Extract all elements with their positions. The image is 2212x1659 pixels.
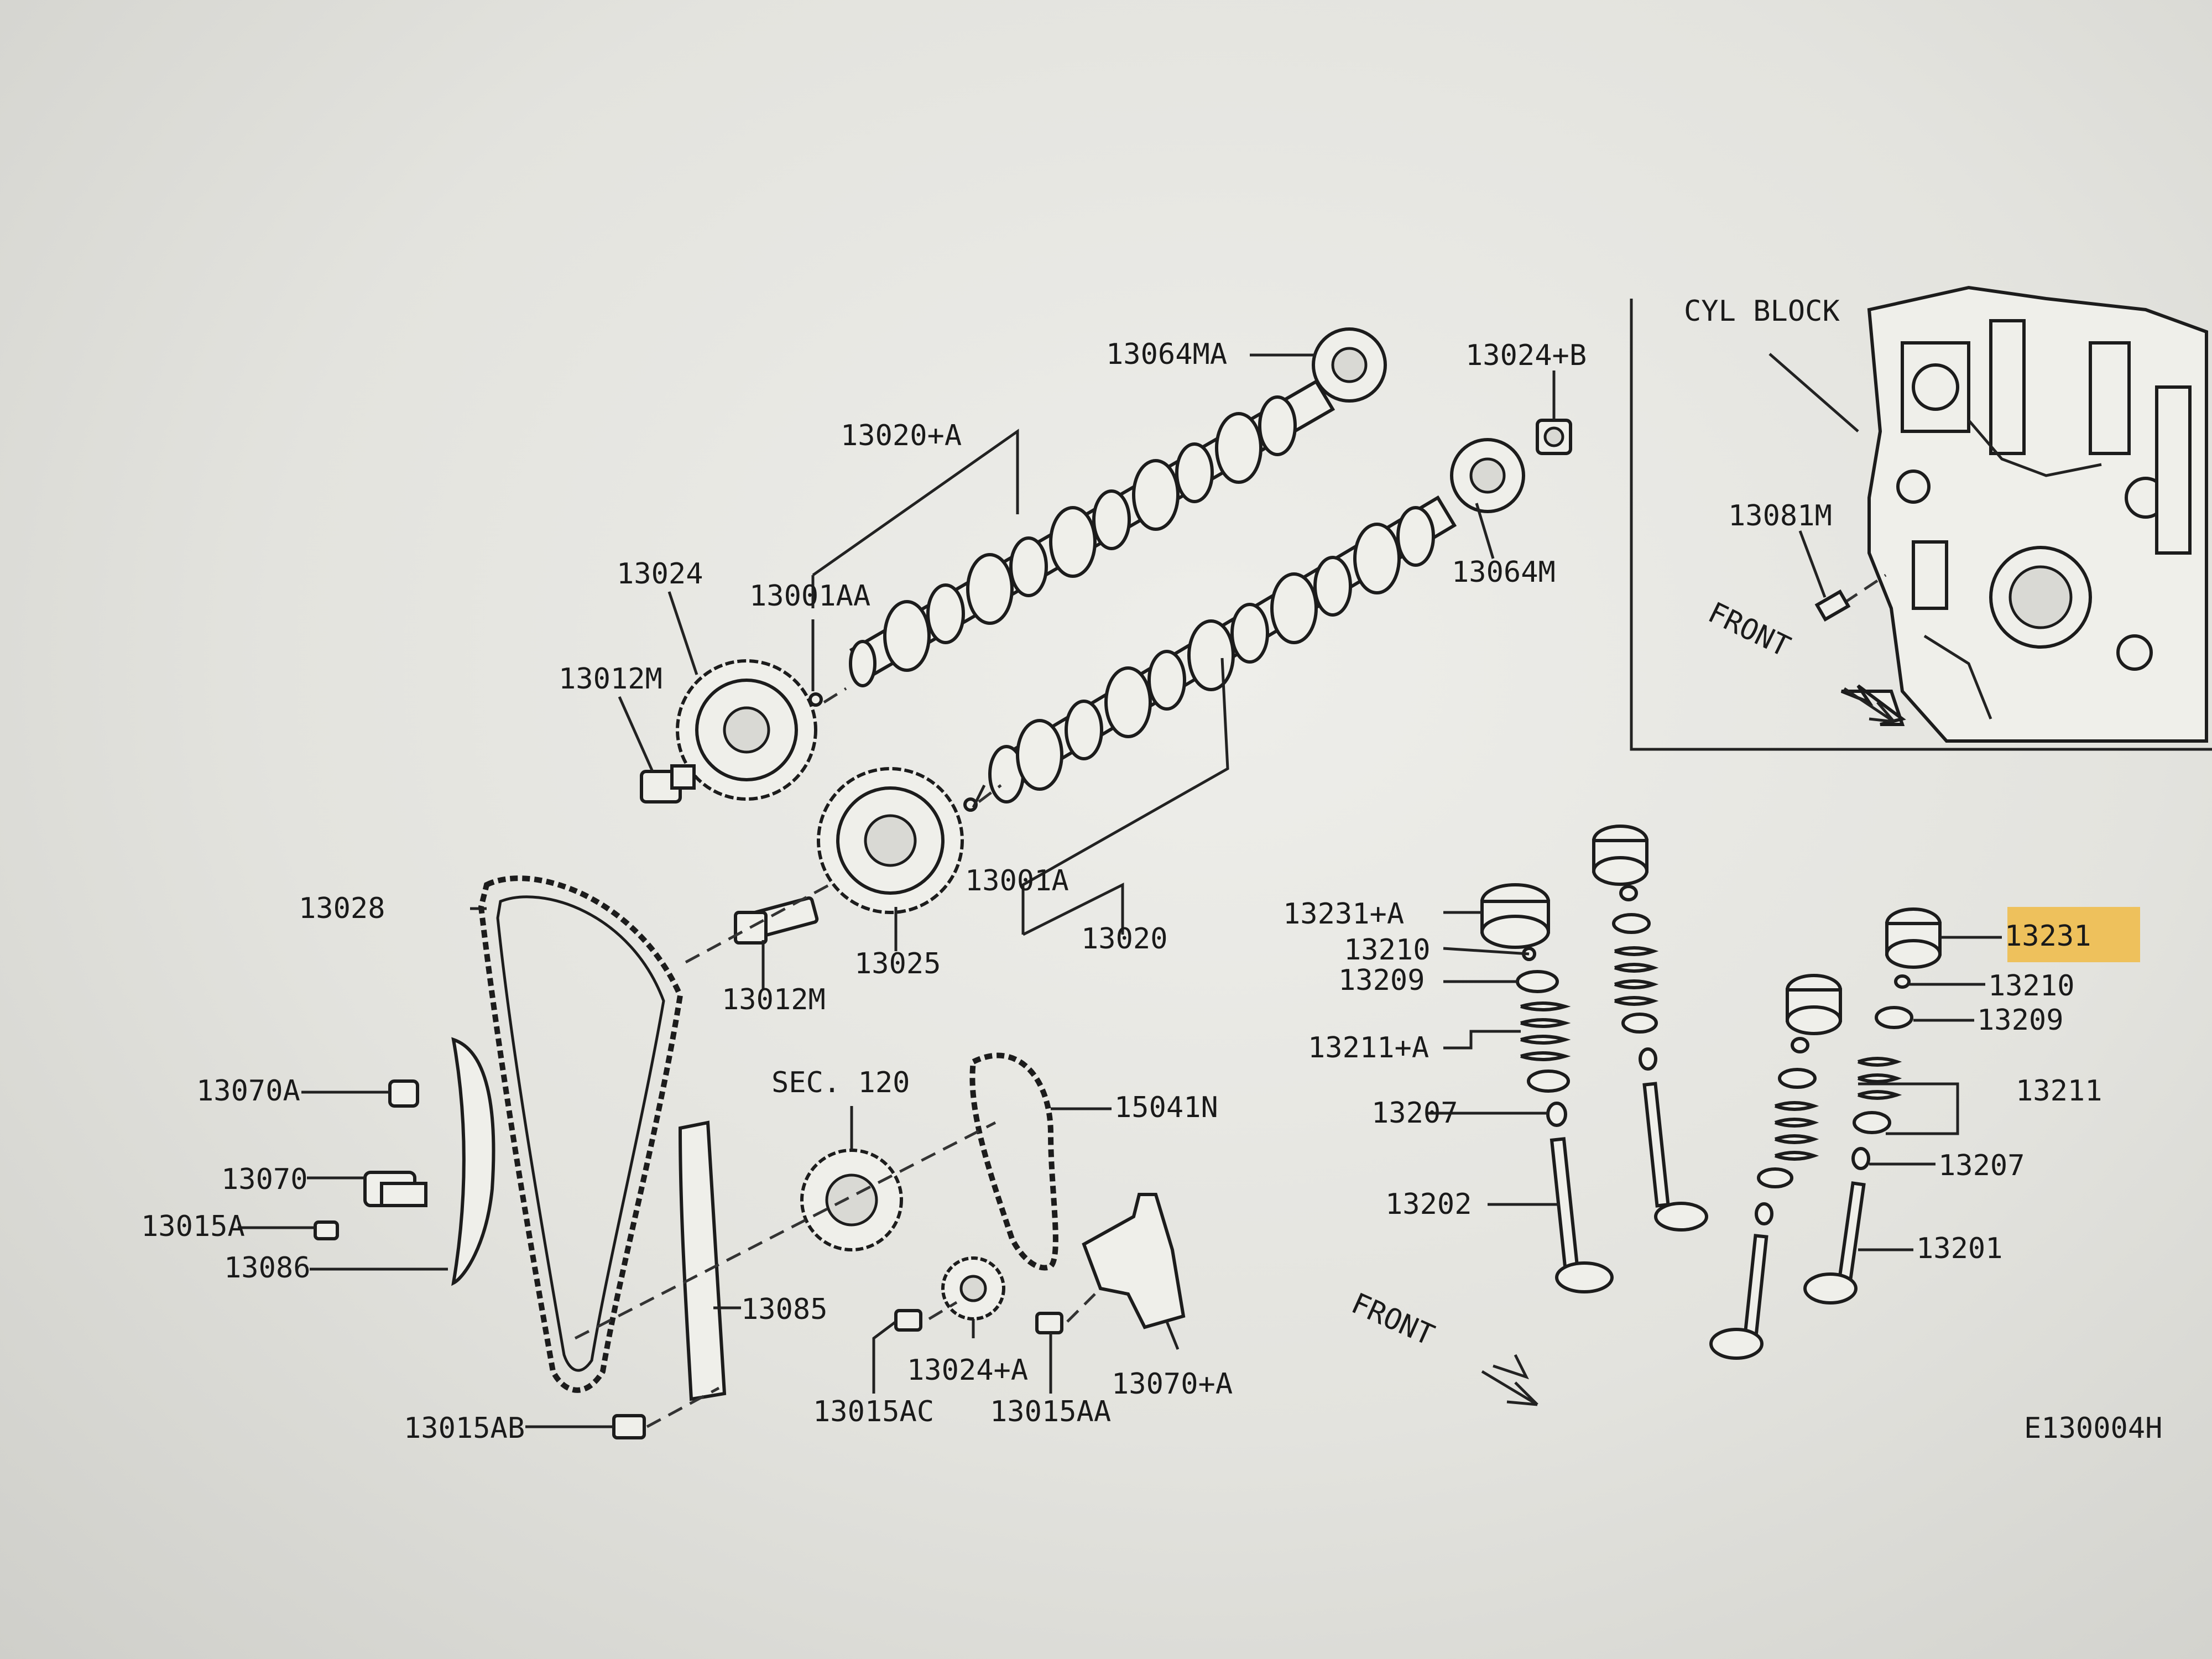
sprocket-13024A [941,1256,1005,1321]
valve-assembly-right [1803,907,1942,1305]
inset-title: CYL BLOCK [1684,295,1840,328]
inset-front-arrow-icon [1840,684,1906,726]
intake-camshaft [849,379,1335,687]
label-13020A: 13020+A [841,419,962,452]
label-13070pA: 13070+A [1112,1368,1233,1401]
leader-lines [238,353,2002,1428]
signal-plate-13064MA [1312,327,1387,403]
inset-panel: CYL BLOCK 13081M FRONT [1630,285,2212,751]
label-13210-right: 13210 [1988,969,2075,1003]
bolt-13015AC [894,1309,922,1332]
label-13020: 13020 [1081,922,1168,956]
label-13081M: 13081M [1728,499,1832,533]
label-13012M-upper: 13012M [559,662,662,696]
timing-chain-13028 [478,875,684,1393]
label-13070: 13070 [221,1163,308,1196]
main-front-arrow-icon [1481,1354,1538,1406]
label-13028: 13028 [299,892,385,925]
main-front-label: FRONT [1347,1287,1439,1352]
label-15041N: 15041N [1114,1091,1218,1124]
label-13085: 13085 [741,1293,828,1326]
bolt-13012M-lower [734,896,819,945]
bolt-13015AA [1035,1312,1063,1334]
part-labels: 13064MA 13024+B 13020+A 13024 13001AA 13… [141,338,2162,1445]
label-13024B: 13024+B [1465,339,1587,372]
label-13001A: 13001A [965,864,1069,898]
label-13025: 13025 [854,947,941,980]
label-13209-left: 13209 [1338,964,1425,997]
oil-pump-chain-15041N [969,1052,1058,1271]
bolt-13024B [1536,419,1572,455]
label-13012M-lower: 13012M [722,983,826,1016]
label-13064M: 13064M [1452,556,1556,589]
bolt-13012M-upper [640,764,696,804]
label-13202: 13202 [1385,1188,1472,1221]
label-13231A: 13231+A [1283,898,1404,931]
label-13209-right: 13209 [1977,1004,2064,1037]
label-13015AA: 13015AA [990,1395,1111,1428]
label-13211A: 13211+A [1308,1031,1429,1065]
label-13015A: 13015A [141,1210,245,1243]
bolt-13015A [314,1220,339,1240]
bolt-13015AB [612,1414,646,1439]
dowel-13001AA [808,692,823,707]
label-13207-right: 13207 [1938,1149,2025,1182]
bolt-13081M [1814,589,1851,622]
label-13015AC: 13015AC [813,1395,934,1428]
label-13024: 13024 [617,557,703,591]
label-13211: 13211 [2016,1074,2103,1108]
sprocket-13025 [817,767,964,914]
label-13015AB: 13015AB [404,1412,525,1445]
label-sec120: SEC. 120 [771,1066,910,1099]
tensioner-13070 [363,1171,427,1207]
label-13086: 13086 [224,1251,311,1285]
crank-sprocket-sec120 [800,1149,903,1251]
highlight-13231 [2007,907,2140,962]
label-13024A: 13024+A [907,1354,1028,1387]
sprocket-13024 [676,659,817,801]
inset-front-label: FRONT [1703,596,1795,664]
valve-assembly-center-left [1592,825,1708,1232]
label-13201: 13201 [1916,1232,2003,1265]
label-13207-left: 13207 [1371,1097,1458,1130]
label-13064MA: 13064MA [1106,338,1227,371]
label-13001AA: 13001AA [749,580,870,613]
bolt-13070A [388,1079,419,1108]
tensioner-13070A [1082,1193,1186,1329]
valve-assembly-center-right [1709,974,1842,1360]
exhaust-camshaft [988,495,1457,804]
label-13231: 13231 [2005,920,2091,953]
label-13210-left: 13210 [1344,933,1431,967]
signal-plate-13064M [1450,438,1525,513]
cylinder-block-illustration [1867,285,2208,743]
tension-guide-13086 [451,1037,495,1286]
valve-assembly-left [1480,883,1614,1293]
slack-guide-13085 [678,1120,727,1401]
figure-id: E130004H [2024,1412,2162,1445]
label-13070A: 13070A [196,1074,300,1108]
